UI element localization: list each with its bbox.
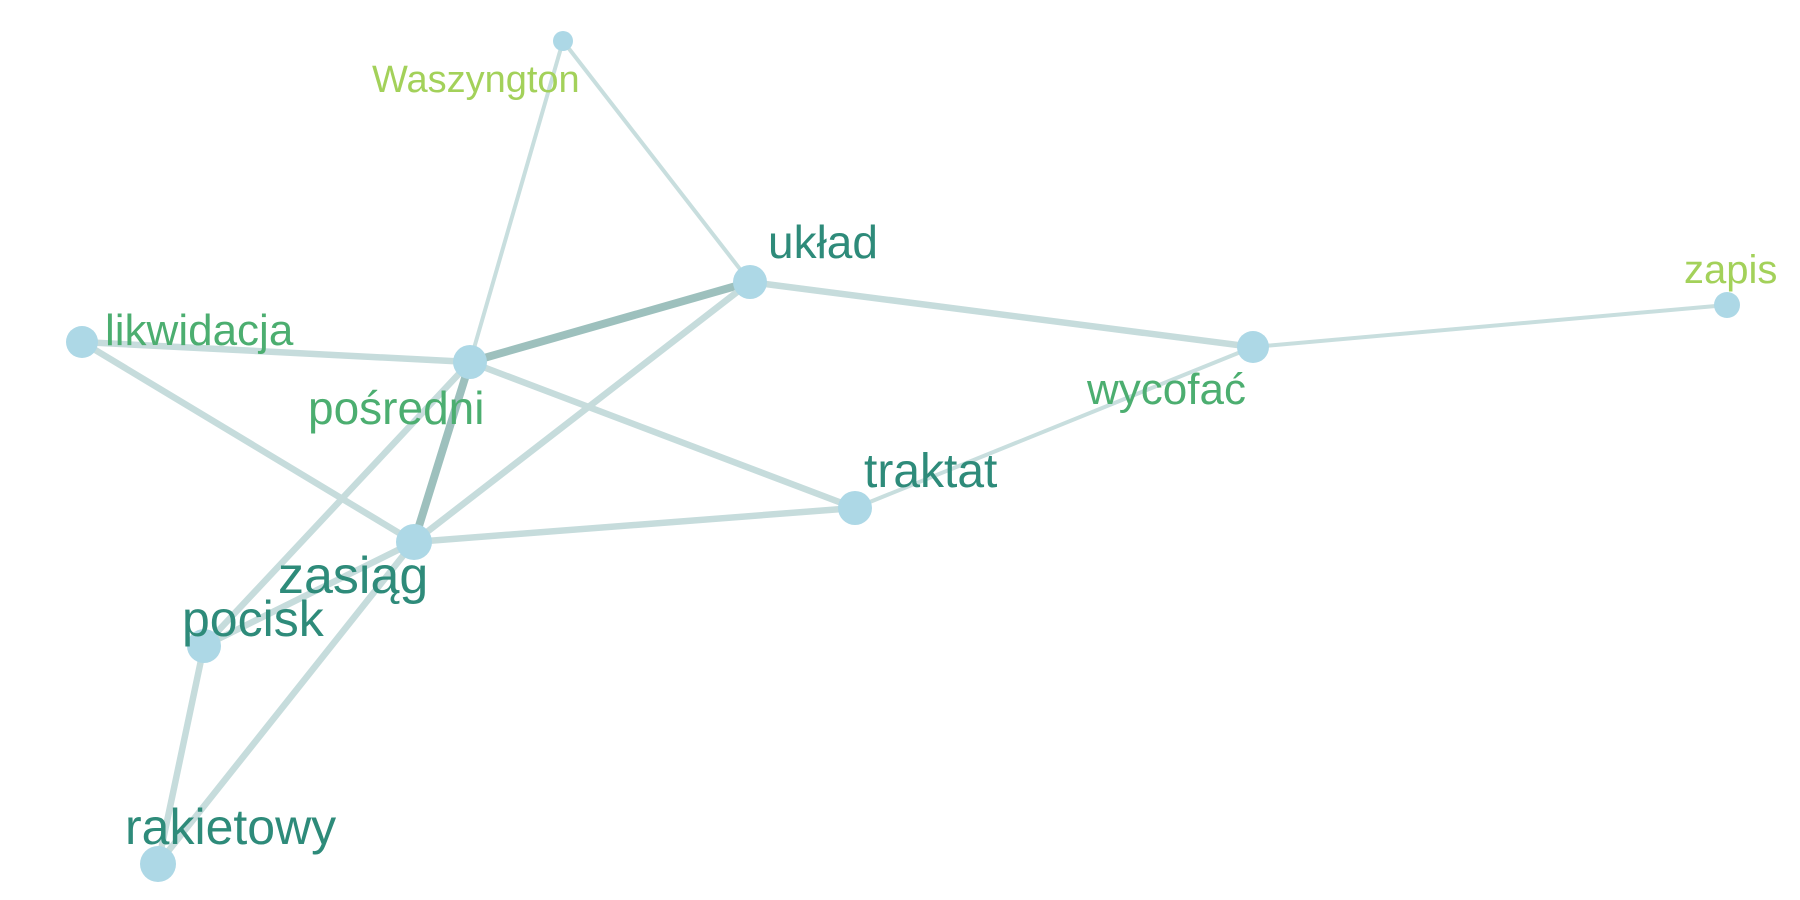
edge-waszyngton-uklad bbox=[561, 39, 752, 284]
node-label-zapis: zapis bbox=[1684, 248, 1777, 292]
nodes-layer bbox=[66, 31, 1740, 882]
node-label-uklad: układ bbox=[768, 216, 878, 268]
node-label-posredni: pośredni bbox=[308, 382, 484, 434]
edge-wycofac-traktat bbox=[853, 345, 1255, 510]
edge-posredni-traktat bbox=[466, 358, 859, 512]
edge-zasieg-pocisk bbox=[200, 538, 418, 650]
edge-uklad-zasieg bbox=[410, 278, 754, 546]
node-likwidacja[interactable] bbox=[66, 326, 98, 358]
edge-zasieg-traktat bbox=[410, 504, 859, 546]
edge-pocisk-rakietowy bbox=[154, 642, 208, 868]
node-traktat[interactable] bbox=[838, 491, 872, 525]
edge-likwidacja-zasieg bbox=[78, 338, 418, 546]
edge-uklad-posredni bbox=[466, 278, 754, 366]
edge-posredni-zasieg bbox=[410, 358, 474, 546]
node-label-likwidacja: likwidacja bbox=[105, 306, 294, 355]
node-label-rakietowy: rakietowy bbox=[125, 799, 336, 855]
edge-likwidacja-posredni bbox=[78, 338, 474, 366]
node-wycofac[interactable] bbox=[1237, 331, 1269, 363]
node-uklad[interactable] bbox=[733, 265, 767, 299]
node-pocisk[interactable] bbox=[187, 629, 221, 663]
edge-posredni-pocisk bbox=[200, 358, 474, 650]
edge-waszyngton-posredni bbox=[468, 39, 565, 364]
node-label-pocisk: pocisk bbox=[182, 591, 325, 647]
node-posredni[interactable] bbox=[453, 345, 487, 379]
edge-wycofac-zapis bbox=[1251, 303, 1729, 349]
edge-uklad-wycofac bbox=[746, 278, 1257, 351]
node-label-waszyngton: Waszyngton bbox=[372, 59, 580, 101]
edge-zasieg-rakietowy bbox=[154, 538, 418, 868]
node-zasieg[interactable] bbox=[396, 524, 432, 560]
node-rakietowy[interactable] bbox=[140, 846, 176, 882]
node-label-wycofac: wycofać bbox=[1086, 365, 1246, 414]
node-zapis[interactable] bbox=[1714, 292, 1740, 318]
node-label-traktat: traktat bbox=[864, 445, 997, 498]
node-label-zasieg: zasiąg bbox=[278, 547, 428, 605]
node-waszyngton[interactable] bbox=[553, 31, 573, 51]
labels-layer: Waszyngton układ zapis likwidacja pośredni wy… bbox=[105, 59, 1777, 855]
edges-layer bbox=[78, 39, 1729, 868]
